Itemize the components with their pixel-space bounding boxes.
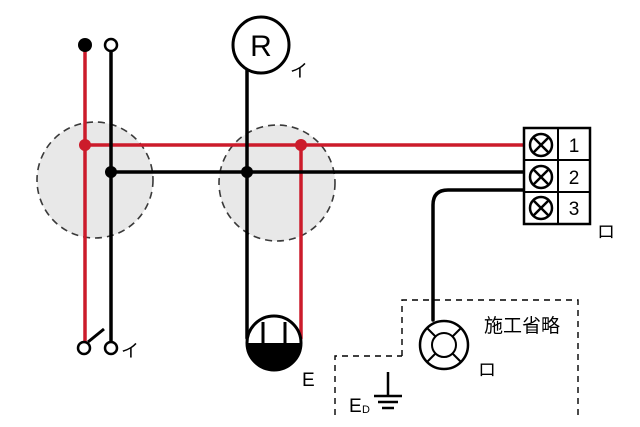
junction-dot-red-left — [79, 139, 91, 151]
terminal-number-2: 2 — [569, 168, 580, 189]
lampholder-sub-label: ロ — [478, 360, 496, 381]
terminal-block — [522, 126, 592, 226]
ground-label-sub: D — [362, 404, 370, 416]
lampholder-symbol — [418, 319, 470, 371]
terminal-screw-1-icon — [528, 132, 554, 158]
junction-box-right — [218, 124, 336, 242]
switch-contact-left — [76, 340, 92, 356]
terminal-number-1: 1 — [569, 136, 580, 157]
omitted-construction-label: 施工省略 — [484, 315, 560, 337]
junction-dot-black-right — [241, 166, 253, 178]
switch-lever — [87, 327, 105, 344]
power-terminal-open — [103, 37, 119, 53]
terminal-screw-2-icon — [528, 164, 554, 190]
omitted-area-boundary — [401, 299, 579, 415]
omitted-area-boundary-lower — [334, 355, 402, 415]
outlet-label: E — [302, 370, 315, 391]
outlet-symbol — [245, 314, 303, 372]
terminal-sub-label: ロ — [597, 222, 615, 243]
lamp-r-symbol — [231, 15, 291, 75]
junction-dot-red-right — [295, 139, 307, 151]
switch-contact-right — [103, 340, 119, 356]
lamp-r-label: R — [250, 30, 272, 63]
switch-sub-label: イ — [121, 341, 139, 362]
lamp-sub-label: イ — [290, 61, 308, 82]
power-terminal-filled — [78, 38, 92, 52]
junction-dot-black-left — [105, 166, 117, 178]
ground-label-main: E — [349, 396, 362, 417]
terminal-screw-3-icon — [528, 195, 554, 221]
terminal-number-3: 3 — [569, 199, 580, 220]
junction-box-left — [36, 121, 154, 239]
black-wire-lampholder — [431, 188, 530, 322]
ground-icon — [374, 372, 402, 410]
